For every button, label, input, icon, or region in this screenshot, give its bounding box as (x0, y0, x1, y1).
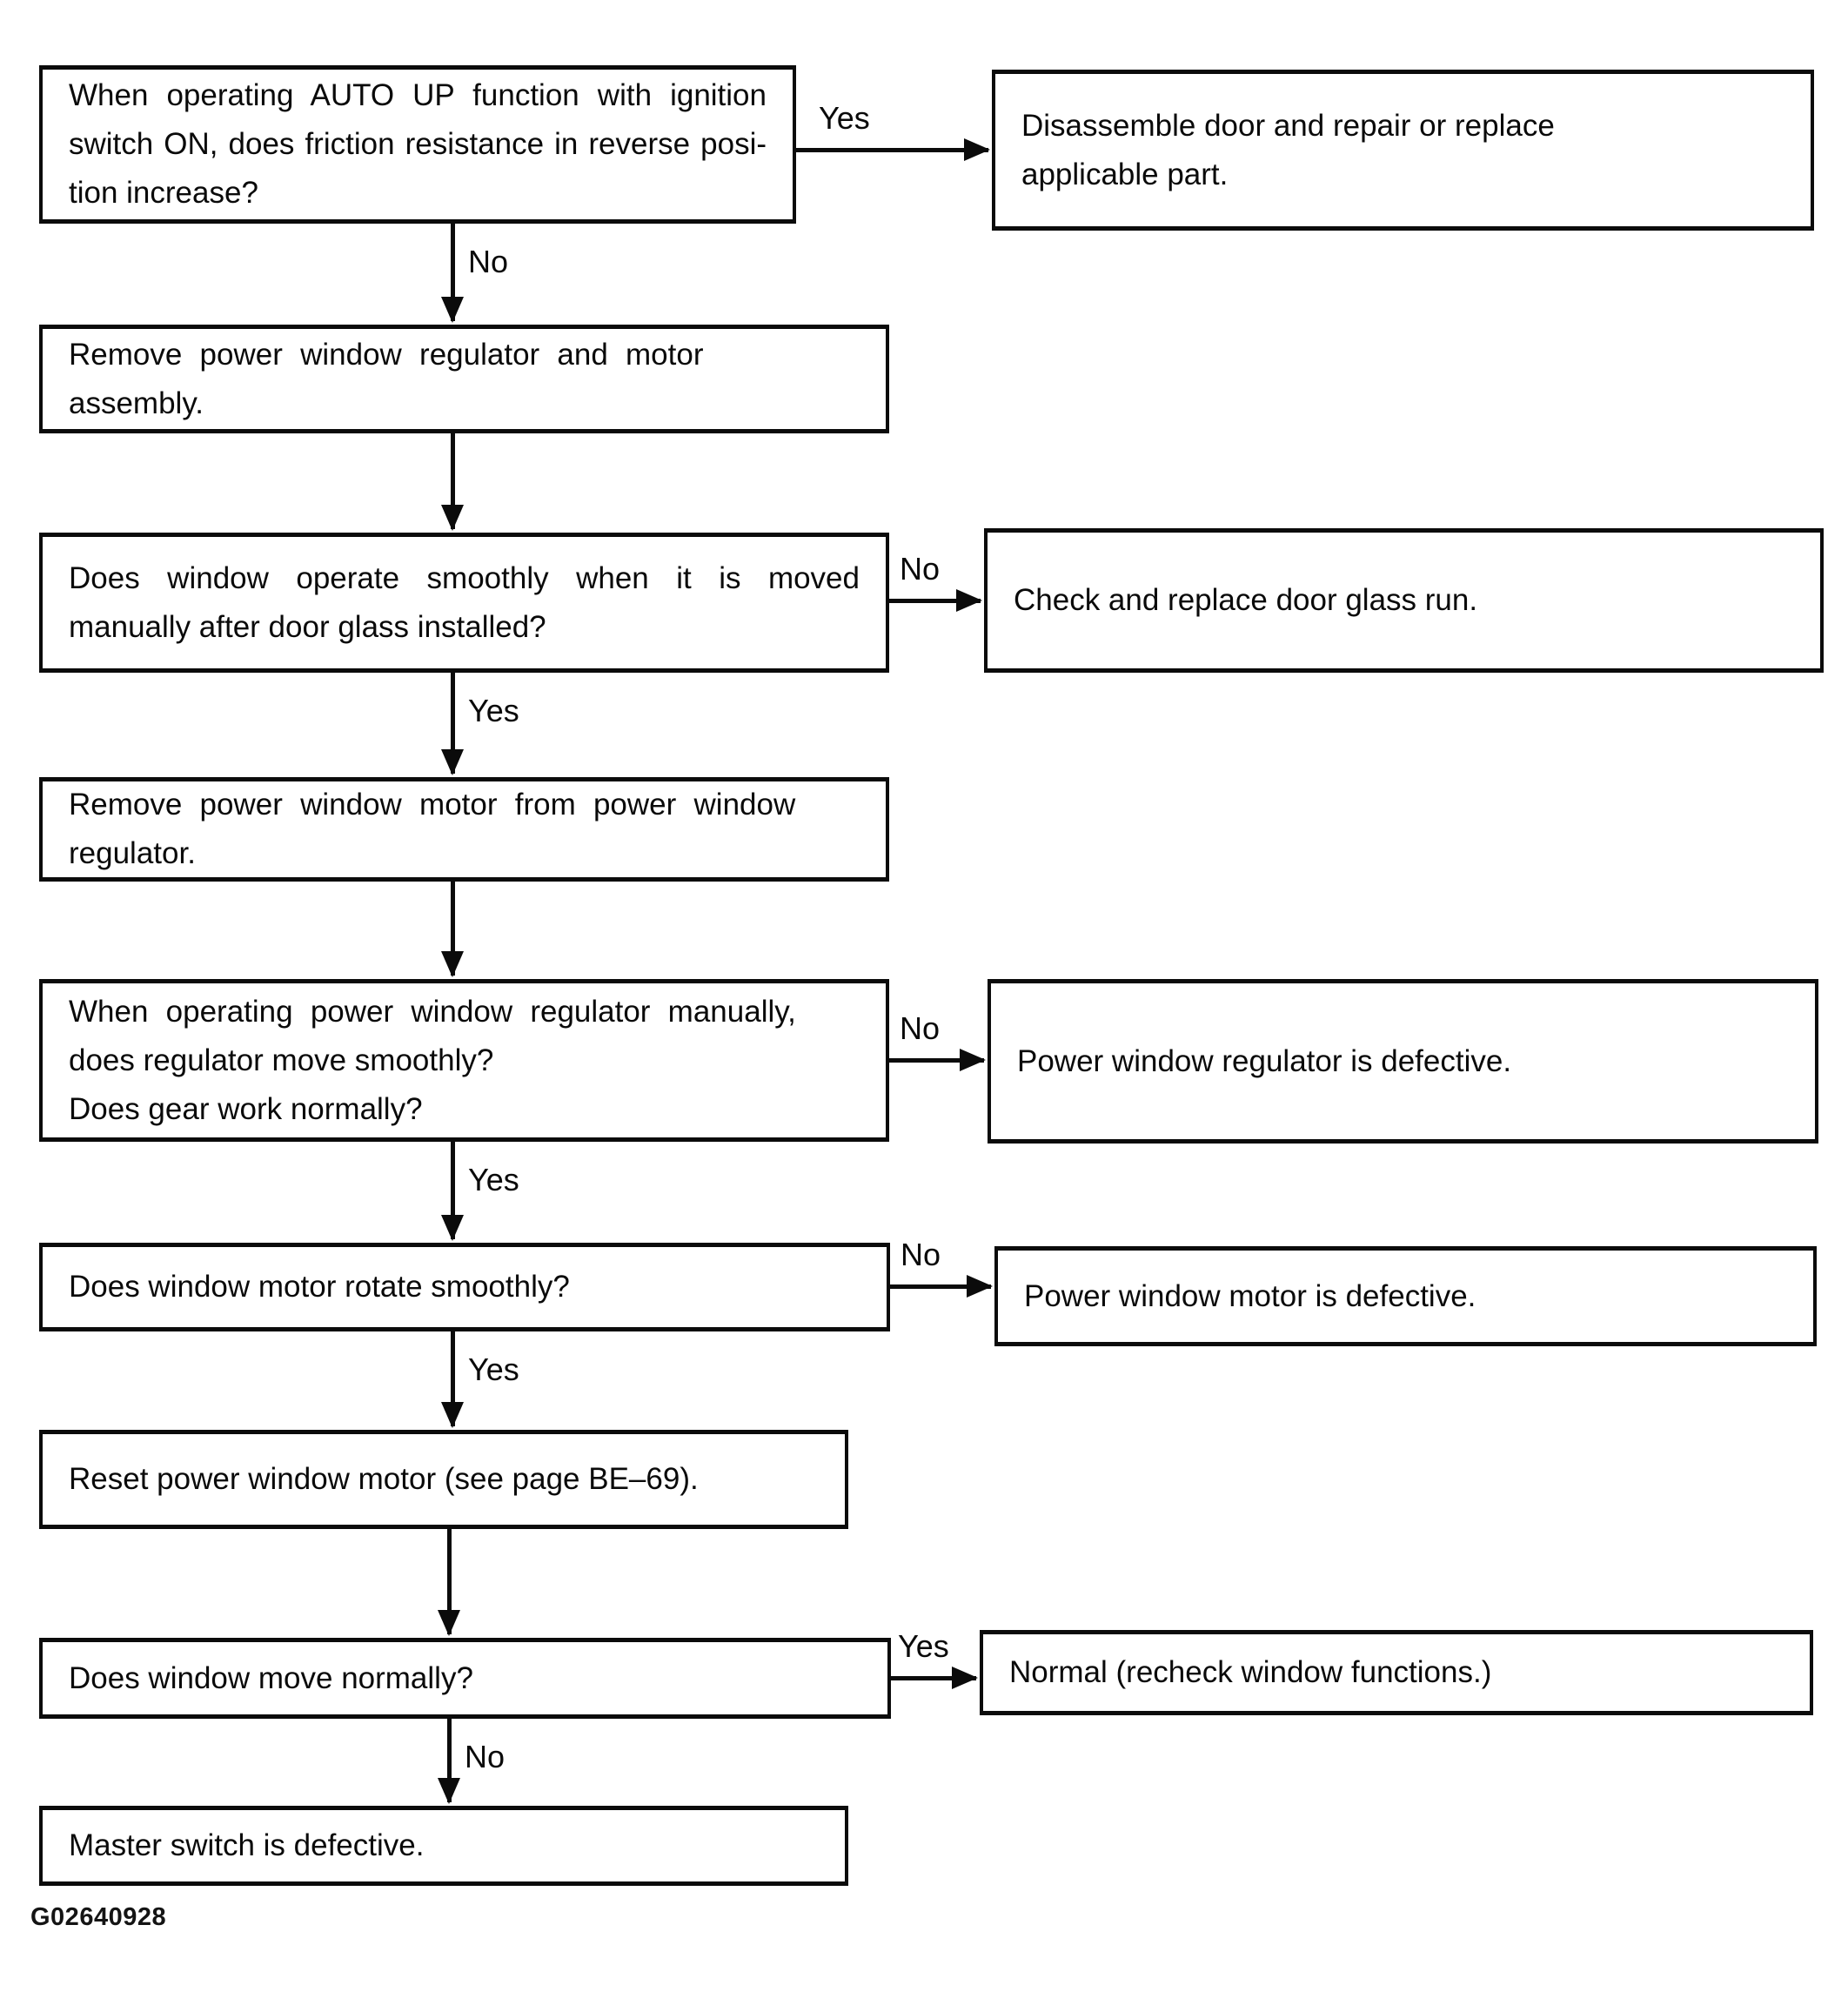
node-text-line: Remove power window motor from power win… (69, 788, 796, 822)
node-text-line: switch ON, does friction resistance in r… (69, 127, 767, 161)
arrowhead-right-icon (967, 1275, 993, 1298)
edge-label-no: No (896, 553, 944, 585)
node-action-remove-regulator-motor: Remove power window regulator and motor … (39, 325, 889, 433)
node-text-line: Power window motor is defective. (1024, 1278, 1476, 1313)
arrowhead-right-icon (964, 138, 990, 161)
edge-label-yes: Yes (894, 1631, 953, 1662)
edge-label-no: No (461, 1741, 509, 1773)
node-text-line: Reset power window motor (see page BE–69… (69, 1462, 699, 1496)
edge-label-yes: Yes (465, 695, 523, 727)
node-text-line: Does gear work normally? (69, 1091, 423, 1126)
node-question-window-move-normally: Does window move normally? (39, 1638, 891, 1719)
node-text-line: When operating power window regulator ma… (69, 994, 796, 1029)
arrow-q3-to-q4: Yes (441, 1142, 523, 1241)
edge-label-no: No (896, 1013, 944, 1044)
node-text-line: Normal (recheck window functions.) (1009, 1655, 1492, 1689)
edge-label-yes: Yes (465, 1164, 523, 1196)
arrow-q1-to-r1: Yes (796, 103, 990, 161)
node-question-auto-up-friction: When operating AUTO UP function with ign… (39, 65, 796, 224)
arrowhead-down-icon (441, 297, 464, 323)
arrowhead-down-icon (438, 1778, 460, 1804)
arrow-q3-to-r3: No (889, 1013, 986, 1071)
node-result-normal: Normal (recheck window functions.) (980, 1630, 1813, 1715)
arrow-q5-to-r5: Yes (891, 1631, 978, 1689)
node-result-disassemble-door: Disassemble door and repair or replace a… (992, 70, 1814, 231)
node-text-line: Does window operate smoothly when it is … (69, 560, 860, 595)
arrowhead-right-icon (960, 1049, 986, 1071)
node-text-line: assembly. (69, 386, 204, 420)
node-text-line: Power window regulator is defective. (1017, 1043, 1512, 1078)
node-result-regulator-defective: Power window regulator is defective. (988, 979, 1818, 1144)
node-text-line: Does window move normally? (69, 1660, 473, 1695)
node-text-line: Master switch is defective. (69, 1828, 425, 1862)
arrow-q2-to-r2: No (889, 553, 982, 612)
arrow-q4-to-a3: Yes (441, 1331, 523, 1428)
node-text-line: regulator. (69, 836, 196, 870)
arrow-q2-to-a2: Yes (441, 673, 523, 775)
arrow-q4-to-r4: No (890, 1239, 993, 1298)
node-text-line: Disassemble door and repair or replace (1021, 108, 1555, 143)
arrowhead-down-icon (441, 749, 464, 775)
node-text-line: tion increase? (69, 176, 258, 210)
node-text-line: manually after door glass installed? (69, 609, 546, 644)
node-question-motor-rotate: Does window motor rotate smoothly? (39, 1243, 890, 1331)
arrow-q1-to-a1: No (441, 224, 512, 323)
arrow-a1-to-q2 (441, 433, 464, 531)
arrowhead-down-icon (441, 1215, 464, 1241)
arrow-a3-to-q5 (438, 1529, 460, 1636)
arrowhead-down-icon (441, 1402, 464, 1428)
edge-label-yes: Yes (815, 103, 874, 134)
node-action-remove-motor-from-regulator: Remove power window motor from power win… (39, 777, 889, 882)
arrowhead-down-icon (441, 505, 464, 531)
arrowhead-right-icon (956, 589, 982, 612)
node-question-window-smooth-manual: Does window operate smoothly when it is … (39, 533, 889, 673)
edge-label-no: No (465, 246, 512, 278)
figure-id: G02640928 (30, 1903, 167, 1931)
arrowhead-down-icon (441, 951, 464, 977)
arrow-a2-to-q3 (441, 882, 464, 977)
node-text-line: does regulator move smoothly? (69, 1043, 494, 1077)
edge-label-no: No (897, 1239, 945, 1271)
node-result-replace-glass-run: Check and replace door glass run. (984, 528, 1824, 673)
node-action-reset-motor: Reset power window motor (see page BE–69… (39, 1430, 848, 1529)
arrow-q5-to-a4: No (438, 1719, 509, 1804)
node-result-master-switch-defective: Master switch is defective. (39, 1806, 848, 1886)
node-text-line: applicable part. (1021, 157, 1229, 191)
node-text-line: Check and replace door glass run. (1014, 583, 1478, 617)
edge-label-yes: Yes (465, 1354, 523, 1385)
arrowhead-down-icon (438, 1610, 460, 1636)
node-text-line: When operating AUTO UP function with ign… (69, 78, 767, 112)
node-text-line: Does window motor rotate smoothly? (69, 1270, 570, 1304)
node-result-motor-defective: Power window motor is defective. (994, 1246, 1817, 1346)
node-question-regulator-manual-gear: When operating power window regulator ma… (39, 979, 889, 1142)
arrowhead-right-icon (952, 1667, 978, 1689)
node-text-line: Remove power window regulator and motor (69, 337, 704, 372)
